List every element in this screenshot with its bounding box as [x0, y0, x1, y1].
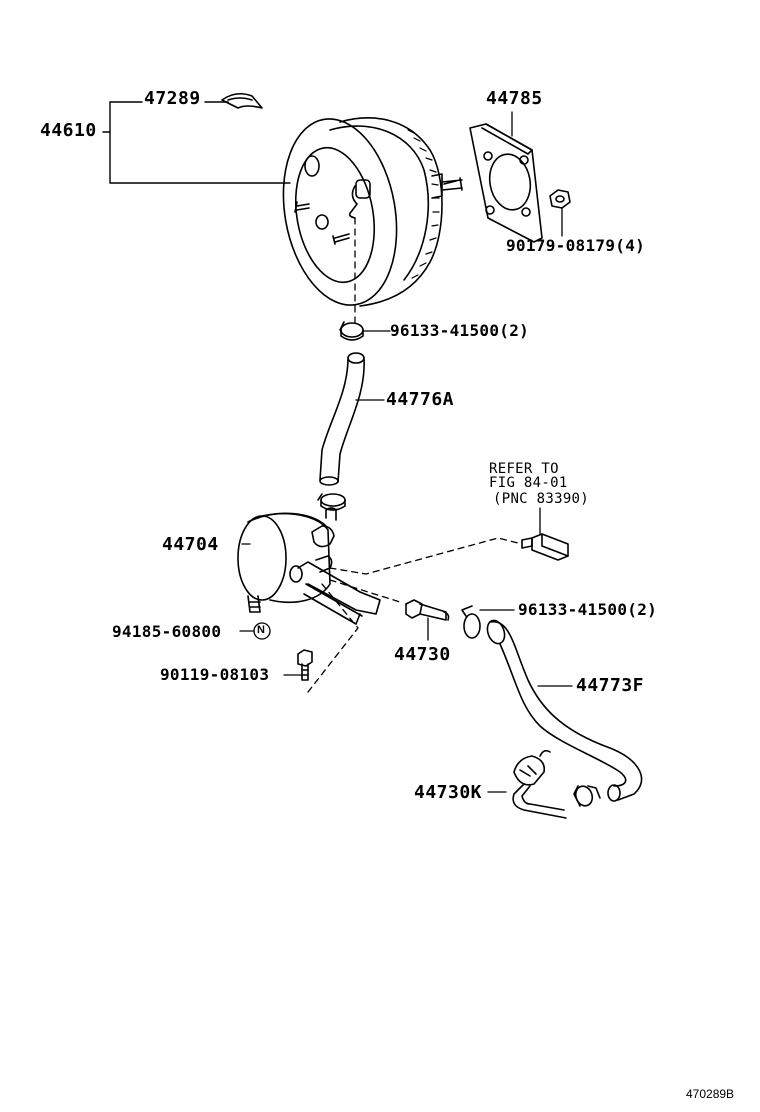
hose-44773f [486, 619, 643, 802]
brake-booster-44610 [282, 117, 463, 307]
label-44610: 44610 [40, 120, 97, 141]
nut-90179 [549, 189, 571, 237]
gasket-44785 [469, 111, 543, 243]
label-96133-41500-lower: 96133-41500(2) [518, 600, 658, 619]
label-94185-60800: 94185-60800 [112, 622, 222, 641]
label-90119-08103: 90119-08103 [160, 665, 270, 684]
label-refer-to: REFER TO [489, 461, 559, 477]
label-47289: 47289 [144, 88, 201, 109]
diagram-id: 470289B [686, 1087, 735, 1101]
label-44704: 44704 [162, 534, 219, 555]
clamp-96133-upper [339, 321, 391, 341]
clamp-lower-end [573, 785, 601, 807]
label-90179-08179: 90179-08179(4) [506, 236, 646, 255]
label-44730k: 44730K [414, 782, 483, 803]
check-valve-44730k [487, 749, 567, 819]
label-96133-41500-upper: 96133-41500(2) [390, 321, 530, 340]
clip-47289 [221, 92, 263, 109]
label-fig-84-01: FIG 84-01 [489, 475, 568, 491]
leader-44610 [102, 101, 291, 184]
clamp-96133-middle [317, 493, 346, 511]
vacuum-sensor [521, 507, 569, 561]
hose-44776a [319, 352, 385, 486]
union-44730 [405, 599, 450, 641]
label-44785: 44785 [486, 88, 543, 109]
dashed-guide-bracket [307, 537, 523, 693]
clamp-96133-lower [461, 605, 515, 639]
label-n-mark: N [257, 624, 265, 636]
label-pnc-83390: (PNC 83390) [493, 491, 590, 507]
vacuum-tank-44704 [237, 507, 381, 625]
label-44730: 44730 [394, 644, 451, 665]
label-44776a: 44776A [386, 389, 455, 410]
bolt-90119 [283, 649, 313, 681]
label-44773f: 44773F [576, 675, 645, 696]
